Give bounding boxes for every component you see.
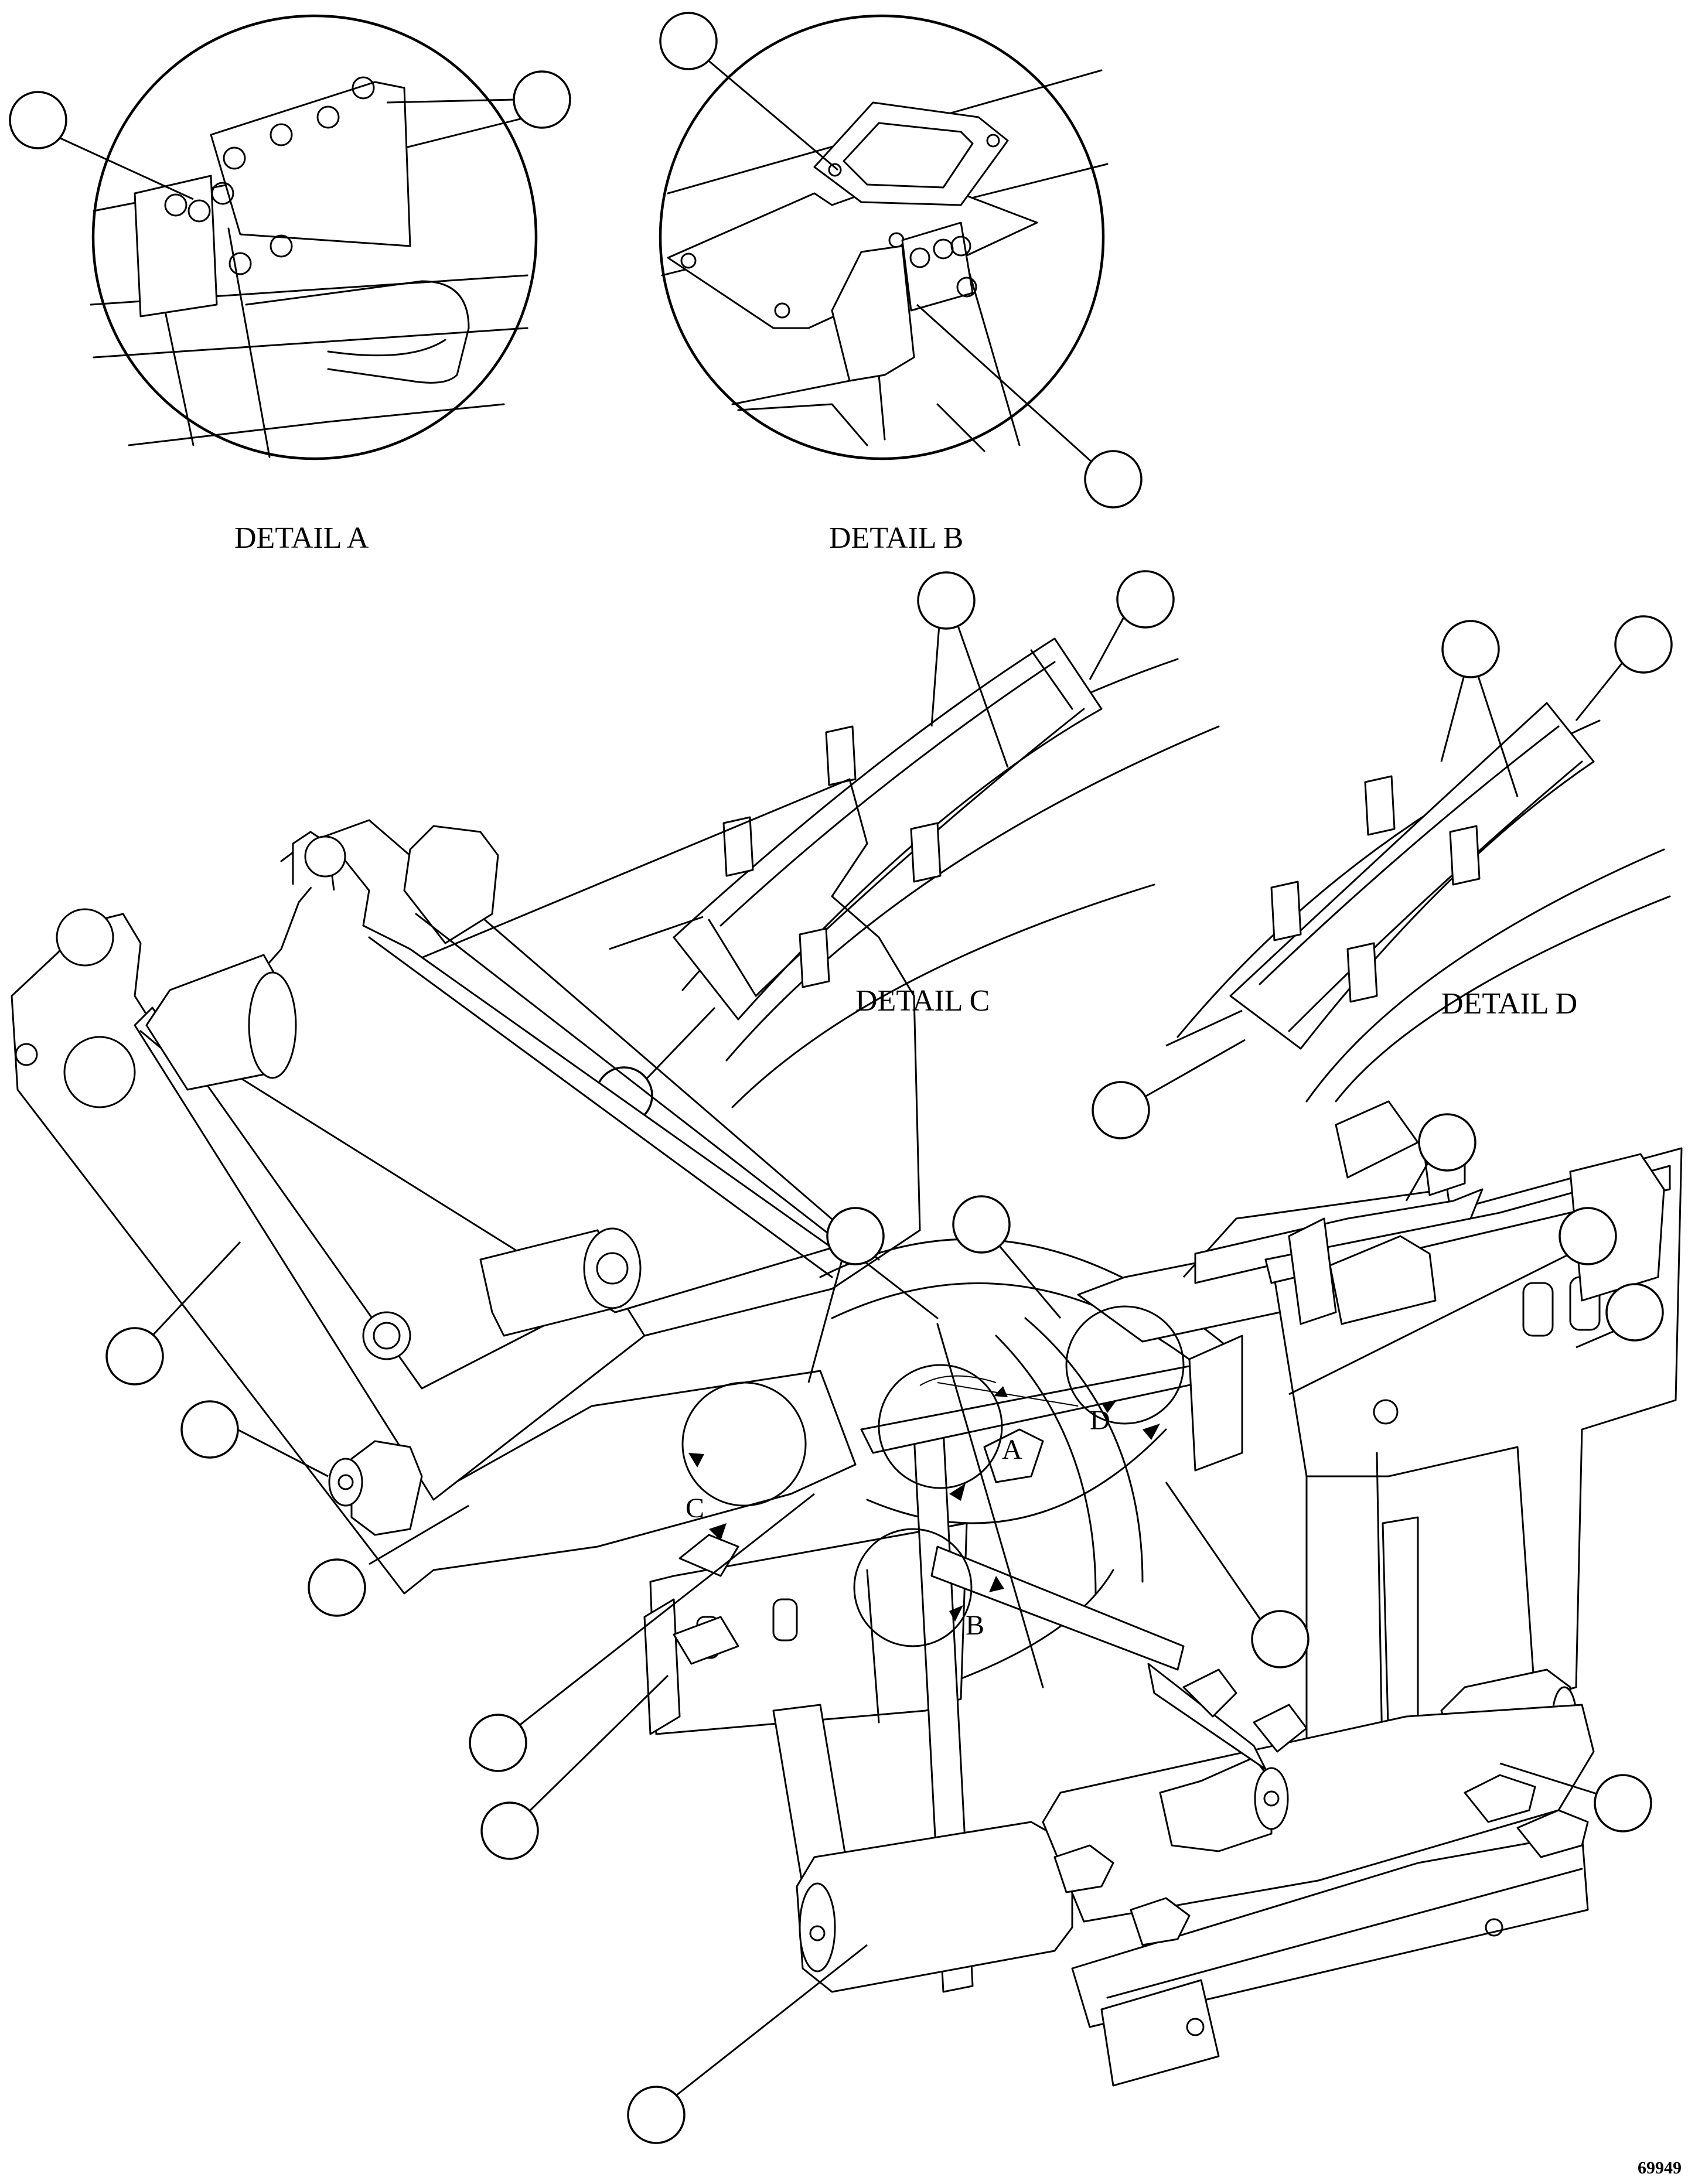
view-circle-d	[1065, 1305, 1185, 1425]
callout-balloon	[1084, 450, 1143, 509]
detail-d: DETAIL D	[1092, 615, 1673, 1139]
view-letter-c: C	[686, 1493, 704, 1524]
detail-c-caption: DETAIL C	[855, 984, 990, 1018]
view-letter-d: D	[1090, 1405, 1110, 1436]
main-frame-assembly	[11, 778, 1683, 2087]
boom-pivot-bore	[56, 908, 114, 967]
callout-balloon	[1418, 1113, 1476, 1172]
callout-balloon	[308, 1558, 366, 1617]
callout-balloon	[1594, 1774, 1652, 1832]
callout-balloon	[826, 1207, 885, 1265]
callout-balloon	[1116, 570, 1175, 629]
detail-b-caption: DETAIL B	[829, 521, 963, 555]
front-bore	[63, 1036, 136, 1108]
callout-balloon	[1092, 1081, 1150, 1139]
callout-balloon	[1251, 1610, 1310, 1668]
callout-balloon	[952, 1195, 1011, 1254]
callout-balloon	[1605, 1283, 1664, 1342]
detail-a-caption: DETAIL A	[234, 521, 369, 555]
callout-balloon	[9, 91, 67, 149]
callout-balloon	[469, 1714, 527, 1772]
clip-set-d	[1270, 775, 1481, 1003]
clip-set-c	[722, 725, 942, 988]
callout-balloon	[480, 1801, 539, 1860]
view-circle-c	[681, 1381, 807, 1507]
callout-balloon	[105, 1327, 164, 1386]
callout-balloon	[1614, 615, 1673, 674]
bucket-pivot-bore	[304, 835, 346, 878]
view-letter-b: B	[966, 1610, 984, 1641]
callout-balloon	[180, 1400, 239, 1459]
bolt-group-a	[164, 76, 375, 275]
figure-number: 69949	[1638, 2158, 1682, 2178]
callout-balloon	[917, 571, 976, 630]
callout-balloon	[513, 70, 571, 129]
detail-b: DETAIL B	[659, 12, 1143, 555]
callout-balloon	[659, 12, 718, 70]
view-indicators: A B C D	[681, 1305, 1185, 1647]
detail-c: DETAIL C	[595, 570, 1220, 1125]
callout-balloon	[1559, 1207, 1617, 1265]
callout-balloon	[627, 2086, 686, 2144]
detail-a: DETAIL A	[9, 14, 571, 555]
detail-d-caption: DETAIL D	[1441, 987, 1577, 1021]
callout-balloon	[1441, 620, 1500, 678]
view-circle-a	[878, 1364, 1003, 1489]
main-callouts	[105, 1113, 1664, 2144]
view-circle-b	[853, 1528, 973, 1647]
view-letter-a: A	[1002, 1434, 1022, 1465]
